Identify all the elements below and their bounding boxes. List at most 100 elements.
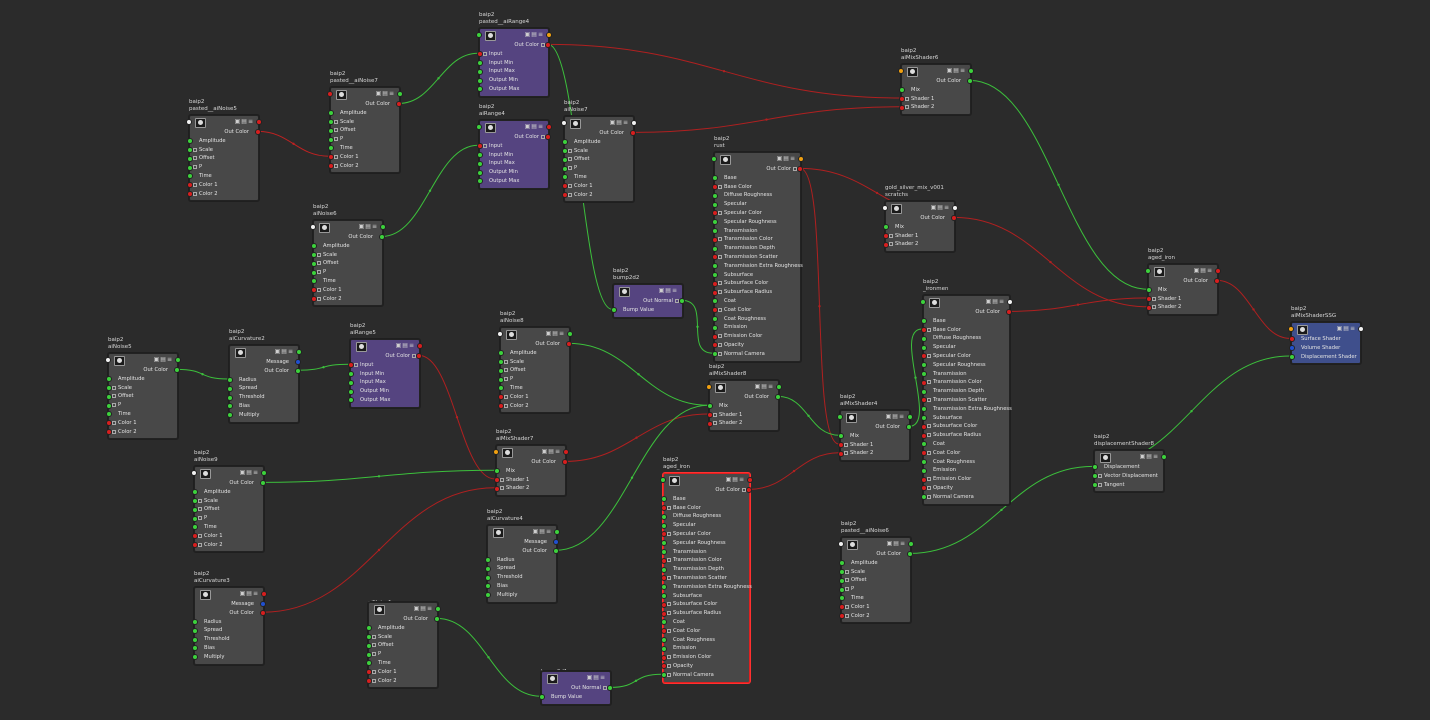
input-port[interactable]	[477, 77, 483, 84]
input-port[interactable]	[562, 156, 568, 163]
output-port[interactable]	[553, 539, 559, 546]
input-attribute[interactable]: Color 2	[311, 295, 382, 304]
input-port[interactable]	[562, 139, 568, 146]
input-port[interactable]	[187, 155, 193, 162]
input-port[interactable]	[192, 627, 198, 634]
expand-attribute-icon[interactable]	[1152, 296, 1156, 301]
input-attribute[interactable]: Specular Color	[921, 352, 1009, 361]
input-attribute[interactable]: Bump Value	[611, 306, 682, 315]
input-attribute[interactable]: Output Min	[348, 387, 419, 396]
input-attribute[interactable]: Coat	[712, 297, 800, 306]
expand-attribute-icon[interactable]	[500, 477, 504, 482]
output-port[interactable]	[396, 101, 402, 108]
input-attribute[interactable]: Time	[562, 173, 633, 182]
input-port[interactable]	[366, 642, 372, 649]
expand-attribute-icon[interactable]	[317, 287, 321, 292]
input-attribute[interactable]: Subsurface Radius	[661, 609, 749, 618]
input-attribute[interactable]: Time	[498, 384, 569, 393]
expand-attribute-icon[interactable]	[541, 135, 545, 139]
expand-attribute-icon[interactable]	[112, 394, 116, 399]
expand-attribute-icon[interactable]	[718, 307, 722, 312]
node-options-icon[interactable]: ▣▤≡	[1193, 267, 1213, 274]
expand-attribute-icon[interactable]	[568, 157, 572, 162]
input-attribute[interactable]: Mix	[838, 432, 909, 441]
expand-attribute-icon[interactable]	[927, 450, 931, 455]
input-attribute[interactable]: P	[328, 135, 399, 144]
input-attribute[interactable]: Input Min	[477, 151, 548, 160]
input-attribute[interactable]: Offset	[328, 126, 399, 135]
output-attribute[interactable]: Out Color	[924, 308, 1012, 317]
output-port[interactable]	[553, 548, 559, 555]
expand-attribute-icon[interactable]	[927, 353, 931, 358]
input-attribute[interactable]: Transmission	[712, 227, 800, 236]
output-attribute[interactable]: Message	[488, 538, 559, 547]
input-port[interactable]	[328, 162, 334, 169]
input-port[interactable]	[921, 441, 927, 448]
expand-attribute-icon[interactable]	[718, 281, 722, 286]
node-header[interactable]: ▣▤≡	[476, 29, 552, 41]
input-attribute[interactable]: Coat Color	[661, 627, 749, 636]
input-attribute[interactable]: Spread	[485, 564, 556, 573]
input-attribute[interactable]: Base Color	[712, 183, 800, 192]
input-attribute[interactable]: Opacity	[661, 662, 749, 671]
node-output-port[interactable]	[1358, 326, 1364, 332]
input-attribute[interactable]: Color 1	[192, 532, 263, 541]
input-attribute[interactable]: P	[311, 268, 382, 277]
input-port[interactable]	[348, 397, 354, 404]
node-options-icon[interactable]: ▣▤≡	[946, 67, 966, 74]
node-header[interactable]: ▣▤≡	[882, 202, 958, 214]
input-port[interactable]	[227, 376, 233, 383]
input-port[interactable]	[661, 584, 667, 591]
input-port[interactable]	[661, 540, 667, 547]
expand-attribute-icon[interactable]	[198, 498, 202, 503]
input-attribute[interactable]: Output Min	[477, 168, 548, 177]
input-attribute[interactable]: P	[366, 650, 437, 659]
input-attribute[interactable]: Shader 1	[883, 232, 954, 241]
input-port[interactable]	[712, 271, 718, 278]
input-attribute[interactable]: Color 1	[366, 668, 437, 677]
output-port[interactable]	[679, 298, 685, 305]
node-output-port[interactable]	[776, 384, 782, 390]
input-port[interactable]	[661, 575, 667, 582]
input-attribute[interactable]: Multiply	[485, 591, 556, 600]
input-port[interactable]	[192, 618, 198, 625]
input-port[interactable]	[1146, 304, 1152, 311]
expand-attribute-icon[interactable]	[568, 148, 572, 153]
node-header[interactable]: ▣▤≡	[493, 446, 569, 458]
input-attribute[interactable]: Base	[921, 317, 1009, 326]
input-port[interactable]	[106, 420, 112, 427]
expand-attribute-icon[interactable]	[927, 397, 931, 402]
input-port[interactable]	[562, 191, 568, 198]
input-port[interactable]	[477, 169, 483, 176]
expand-attribute-icon[interactable]	[483, 143, 487, 148]
output-port[interactable]	[907, 551, 913, 558]
expand-attribute-icon[interactable]	[1098, 482, 1102, 487]
input-port[interactable]	[838, 433, 844, 440]
input-port[interactable]	[477, 68, 483, 75]
expand-attribute-icon[interactable]	[844, 442, 848, 447]
node-output-port[interactable]	[631, 120, 637, 126]
input-port[interactable]	[192, 654, 198, 661]
input-port[interactable]	[712, 183, 718, 190]
node-output-port[interactable]	[261, 591, 267, 597]
node-input-port[interactable]	[1145, 268, 1151, 274]
input-attribute[interactable]: Shader 2	[1146, 303, 1217, 312]
input-port[interactable]	[921, 423, 927, 430]
expand-attribute-icon[interactable]	[667, 602, 671, 607]
input-attribute[interactable]: Diffuse Roughness	[921, 334, 1009, 343]
input-port[interactable]	[1146, 295, 1152, 302]
node-header[interactable]: ▣▤≡	[898, 65, 974, 77]
output-port[interactable]	[967, 78, 973, 85]
input-attribute[interactable]: Scale	[562, 147, 633, 156]
node-header[interactable]: ▣▤≡	[614, 285, 682, 297]
input-attribute[interactable]: Specular Color	[712, 209, 800, 218]
input-port[interactable]	[1092, 464, 1098, 471]
input-port[interactable]	[1289, 345, 1295, 352]
